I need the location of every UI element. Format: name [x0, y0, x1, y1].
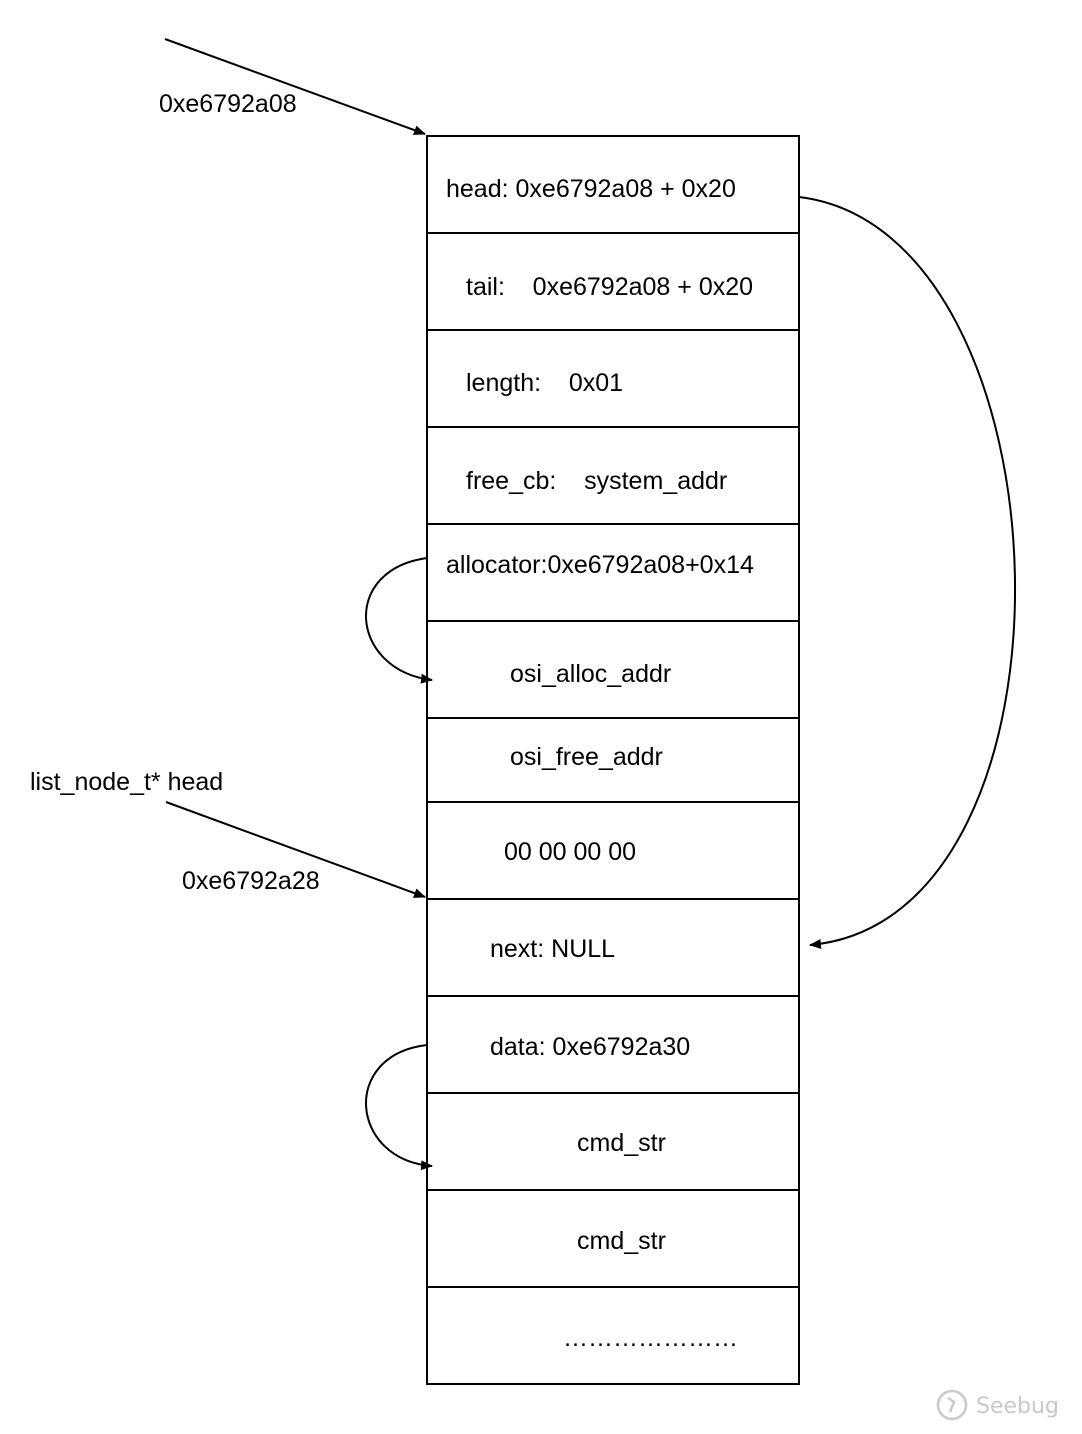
row-dividers: [427, 232, 799, 1288]
cell-osi-alloc-label: osi_alloc_addr: [510, 660, 671, 688]
cell-cmd-str-2-label: cmd_str: [577, 1227, 666, 1255]
cell-length-label: length: 0x01: [466, 369, 623, 397]
cell-osi-free-label: osi_free_addr: [510, 743, 663, 771]
seebug-watermark: Seebug: [936, 1389, 1059, 1421]
list-head-pointer-arrow: [165, 801, 426, 898]
top-address-label: 0xe6792a08: [159, 90, 297, 118]
node-address-label: 0xe6792a28: [182, 867, 320, 895]
cell-head-label: head: 0xe6792a08 + 0x20: [446, 175, 736, 203]
list-head-label: list_node_t* head: [30, 768, 223, 796]
cell-next-label: next: NULL: [490, 935, 615, 963]
seebug-watermark-text: Seebug: [976, 1394, 1059, 1419]
top-pointer-arrow: [164, 38, 426, 135]
cell-allocator-label: allocator:0xe6792a08+0x14: [446, 551, 754, 579]
head-to-next-arrow: [798, 196, 1016, 949]
seebug-logo-mark: [947, 1396, 956, 1413]
cell-free-cb-label: free_cb: system_addr: [466, 467, 727, 495]
data-to-cmd-str-arrow: [365, 1044, 433, 1171]
cell-ellipsis-label: …………………: [563, 1324, 738, 1352]
cell-data-label: data: 0xe6792a30: [490, 1033, 690, 1061]
allocator-to-osi-alloc-arrow: [365, 557, 433, 684]
cell-tail-label: tail: 0xe6792a08 + 0x20: [466, 273, 753, 301]
cell-zeros-label: 00 00 00 00: [504, 838, 636, 866]
seebug-logo-icon: [936, 1389, 968, 1421]
memory-block: [426, 135, 800, 1385]
cell-cmd-str-1-label: cmd_str: [577, 1129, 666, 1157]
